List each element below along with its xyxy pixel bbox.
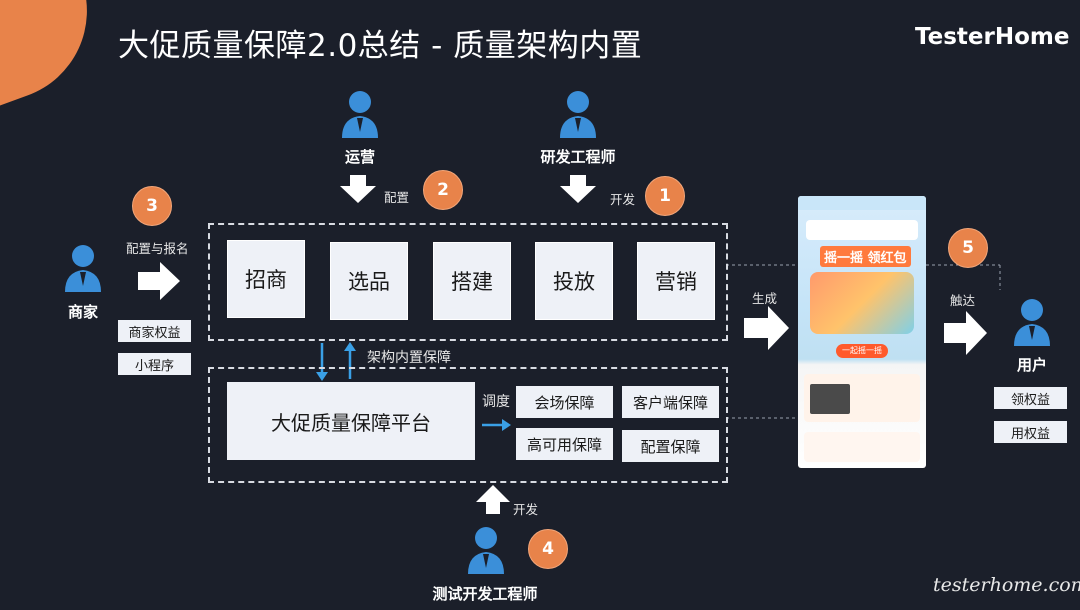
person-icon-test-dev — [468, 527, 504, 574]
phone-top-card — [806, 220, 918, 240]
label-develop-top: 开发 — [610, 192, 636, 207]
label-generate: 生成 — [752, 291, 778, 306]
role-user: 用户 — [1016, 356, 1047, 374]
quality-platform-container — [208, 367, 728, 483]
page-title: 大促质量保障2.0总结 - 质量架构内置 — [118, 28, 643, 64]
label-develop-bottom: 开发 — [513, 502, 539, 517]
role-rd-engineer: 研发工程师 — [540, 148, 616, 166]
stage-box-selection: 选品 — [330, 242, 408, 320]
watermark: testerhome.com — [933, 574, 1080, 596]
person-icon-user — [1014, 299, 1050, 346]
phone-banner-title: 摇一摇 领红包 — [820, 246, 911, 267]
user-tag-use-benefits: 用权益 — [994, 421, 1067, 443]
stage-box-marketing: 营销 — [637, 242, 715, 320]
business-stages-container — [208, 223, 728, 341]
role-merchant: 商家 — [67, 303, 98, 321]
step-badge-4: 4 — [528, 529, 568, 569]
stage-box-investment: 招商 — [227, 240, 305, 318]
label-builtin-guarantee: 架构内置保障 — [367, 350, 451, 366]
phone-status-bar — [798, 196, 926, 210]
role-operations: 运营 — [344, 148, 375, 166]
step-badge-2: 2 — [423, 170, 463, 210]
role-test-dev-engineer: 测试开发工程师 — [432, 585, 538, 603]
step-badge-5: 5 — [948, 228, 988, 268]
arrow-down-rd — [560, 175, 596, 203]
phone-card-2 — [804, 432, 920, 462]
arrow-down-operations — [340, 175, 376, 203]
phone-shake-button: 一起摇一摇 — [836, 344, 888, 358]
app-screenshot: 摇一摇 领红包 一起摇一摇 — [798, 196, 926, 468]
module-client-guarantee: 客户端保障 — [622, 386, 719, 418]
stage-box-building: 搭建 — [433, 242, 511, 320]
person-icon-merchant — [65, 245, 101, 292]
arrow-right-reach — [944, 311, 987, 355]
stage-box-delivery: 投放 — [535, 242, 613, 320]
person-icon-rd — [560, 91, 596, 138]
module-config-guarantee: 配置保障 — [622, 430, 719, 462]
brand-logo-text: TesterHome — [915, 24, 1070, 50]
arrow-up-test-dev — [476, 485, 510, 514]
arrow-right-generate — [744, 306, 789, 350]
merchant-tag-miniprogram: 小程序 — [118, 353, 191, 375]
phone-hero-illustration — [810, 272, 914, 334]
step-badge-3: 3 — [132, 186, 172, 226]
label-config: 配置 — [384, 190, 410, 205]
module-high-availability: 高可用保障 — [516, 428, 613, 460]
phone-card-thumb — [810, 384, 850, 414]
module-venue-guarantee: 会场保障 — [516, 386, 613, 418]
arrow-right-merchant — [138, 262, 180, 300]
step-badge-1: 1 — [645, 176, 685, 216]
label-reach: 触达 — [950, 293, 976, 308]
merchant-tag-benefits: 商家权益 — [118, 320, 191, 342]
label-dispatch: 调度 — [482, 394, 510, 410]
user-tag-get-benefits: 领权益 — [994, 387, 1067, 409]
person-icon-operations — [342, 91, 378, 138]
quality-platform-box: 大促质量保障平台 — [227, 382, 475, 460]
label-config-signup: 配置与报名 — [126, 241, 189, 256]
